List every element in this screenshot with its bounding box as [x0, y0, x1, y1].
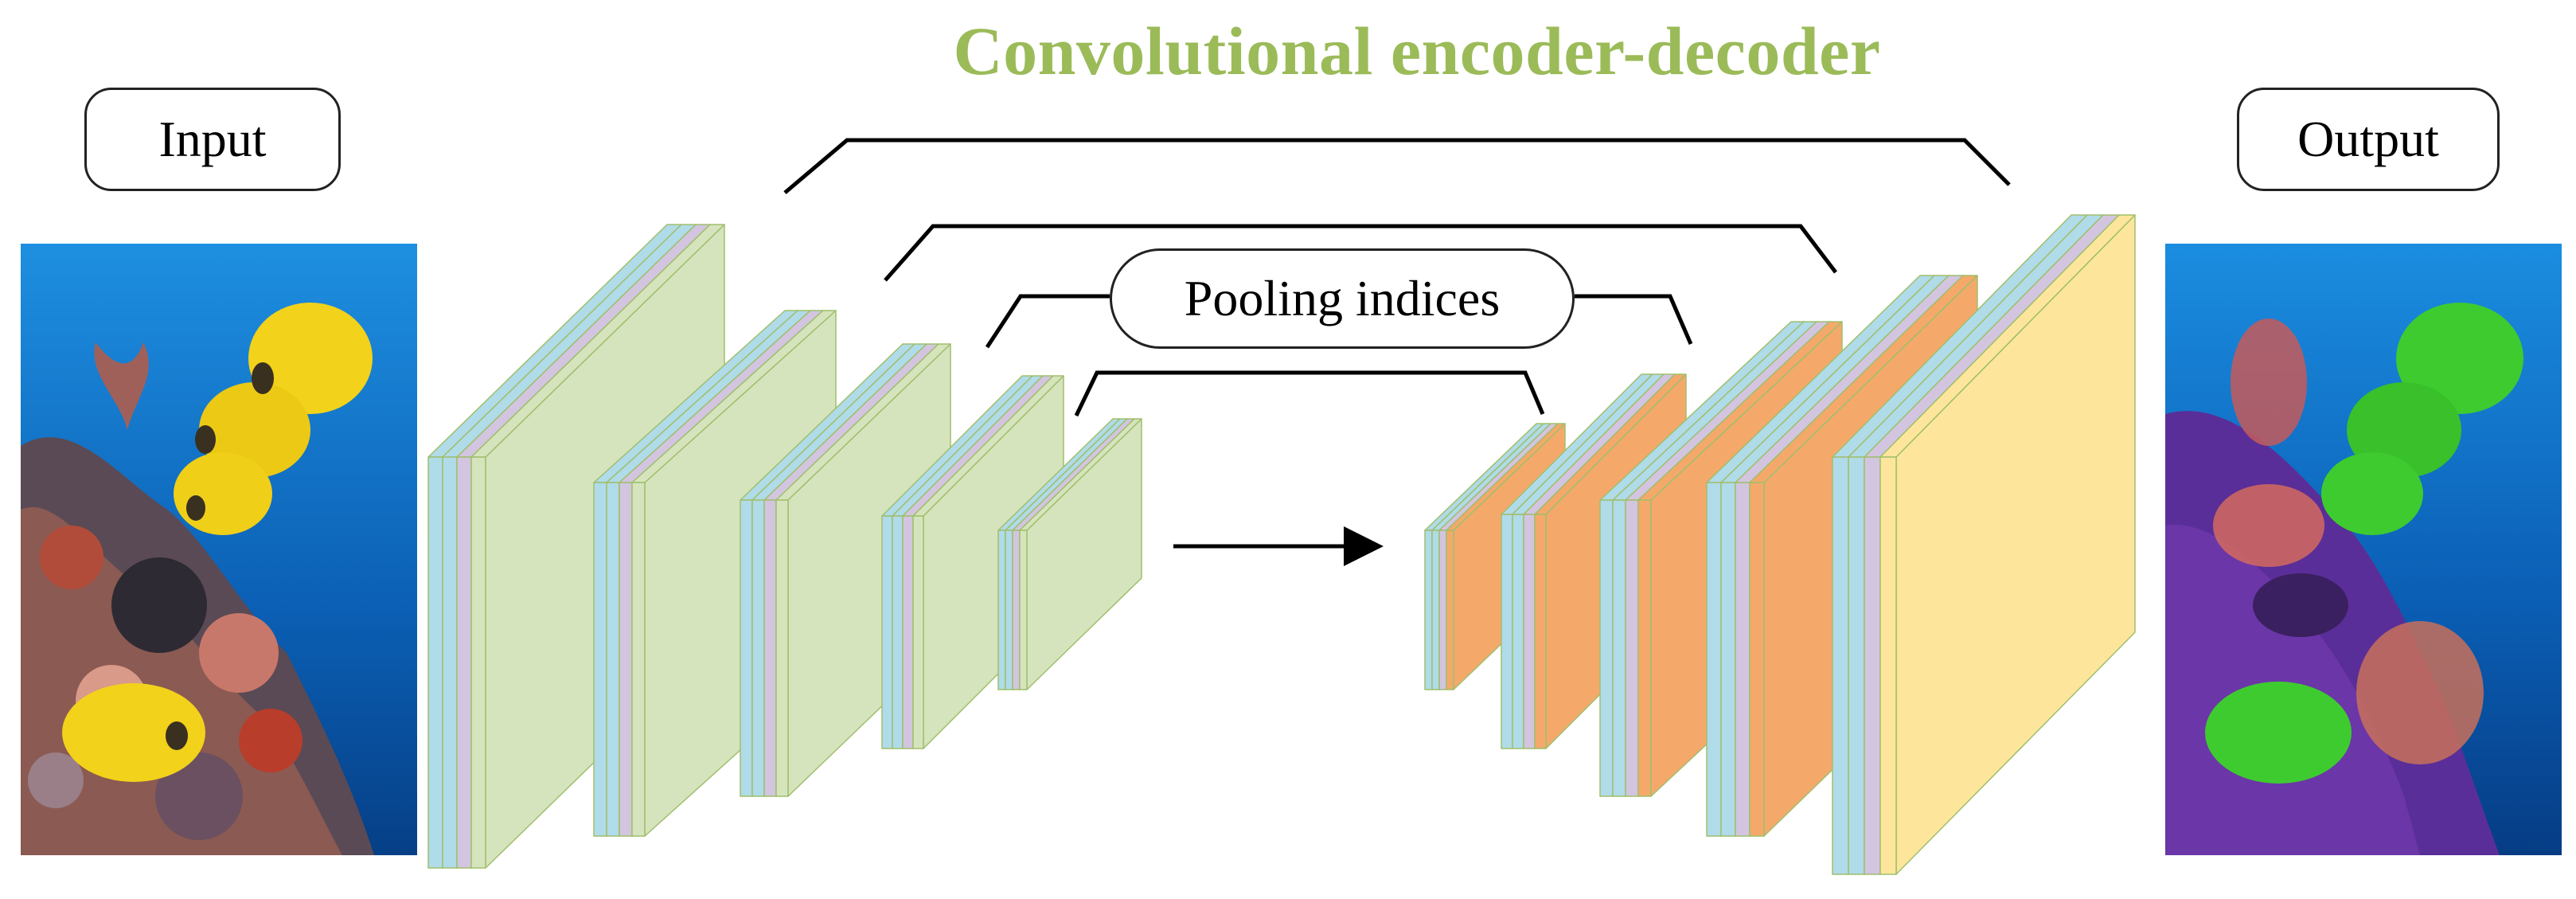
diagram-title: Convolutional encoder-decoder — [953, 13, 1881, 89]
skip-connection-3 — [985, 294, 1110, 349]
decoder-stack-5-main — [1879, 214, 2136, 875]
input-label: Input — [84, 88, 341, 191]
skip-connection-2 — [884, 224, 1837, 282]
skip-connection-4 — [1074, 370, 1545, 417]
encoder-stack-5-main — [1019, 418, 1142, 690]
skip-connection-1 — [783, 138, 2011, 194]
layer-stacks — [427, 214, 2136, 875]
encoder-stack-3-main — [775, 343, 951, 797]
pooling-indices-label: Pooling indices — [1110, 248, 1575, 349]
skip-connections — [783, 138, 2011, 417]
encoder-stack-4-main — [912, 375, 1064, 749]
output-label: Output — [2237, 88, 2500, 191]
skip-connection-3b — [1575, 294, 1693, 345]
input-image — [21, 244, 417, 855]
output-image — [2165, 244, 2562, 855]
